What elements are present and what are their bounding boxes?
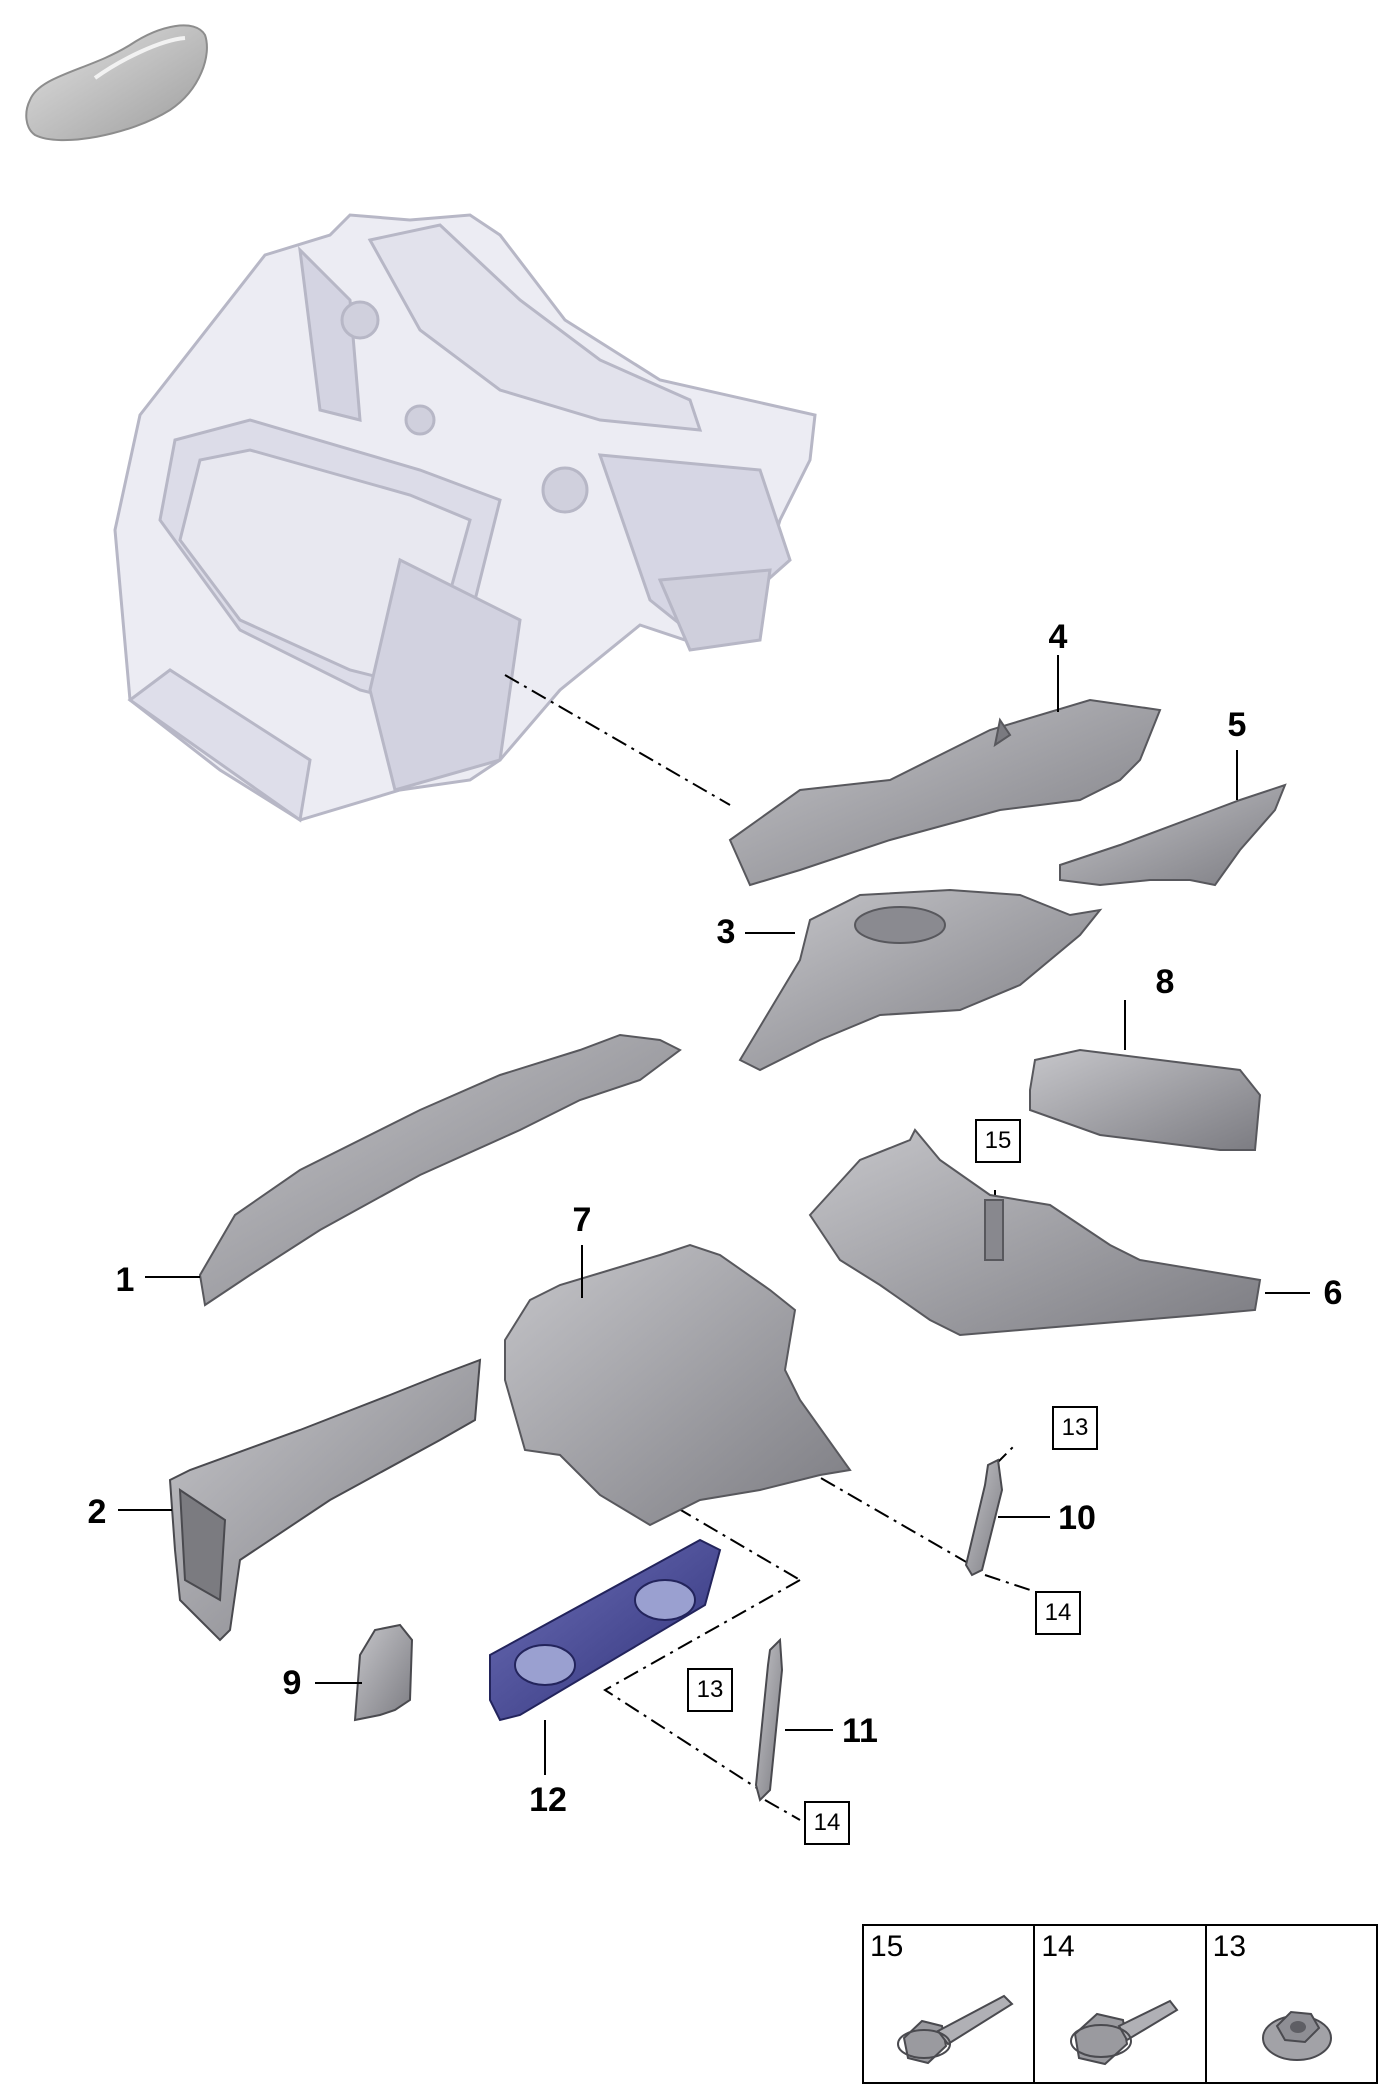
part-4-tab bbox=[993, 717, 1012, 748]
part-9-small-bracket bbox=[353, 1623, 414, 1722]
legend-label-13: 13 bbox=[1212, 1930, 1247, 1963]
callout-5: 5 bbox=[1227, 706, 1247, 744]
part-12-hole-left bbox=[514, 1644, 576, 1686]
ref-box-15: 15 bbox=[975, 1119, 1021, 1163]
callout-8: 8 bbox=[1155, 963, 1175, 1001]
legend-cell-15: 15 bbox=[864, 1926, 1036, 2082]
part-2-end-plate bbox=[178, 1488, 227, 1602]
part-11-strut bbox=[754, 1637, 784, 1802]
fastener-legend: 15 14 13 bbox=[862, 1924, 1378, 2084]
part-10-strut bbox=[964, 1458, 1004, 1577]
callout-1: 1 bbox=[115, 1261, 135, 1299]
vehicle-thumbnail-icon bbox=[25, 24, 208, 142]
part-8-closing-panel bbox=[1029, 1048, 1262, 1151]
callout-2: 2 bbox=[87, 1493, 107, 1531]
part-12-hole-right bbox=[634, 1579, 696, 1621]
callout-10: 10 bbox=[1058, 1499, 1096, 1537]
callout-leader-lines bbox=[118, 655, 1310, 1775]
part-4-upper-wheelhouse-rail bbox=[728, 698, 1162, 887]
part-6-bolt-post bbox=[984, 1199, 1004, 1261]
callout-7: 7 bbox=[572, 1201, 592, 1239]
flange-bolt-short-icon bbox=[1070, 1999, 1179, 2066]
part-7-front-panel bbox=[504, 1243, 852, 1527]
flange-nut-icon bbox=[1261, 2010, 1332, 2061]
legend-cell-13: 13 bbox=[1207, 1926, 1376, 2082]
callout-11: 11 bbox=[842, 1712, 878, 1750]
legend-cell-14: 14 bbox=[1035, 1926, 1207, 2082]
callout-4: 4 bbox=[1048, 618, 1068, 656]
flange-bolt-long-icon bbox=[897, 1994, 1014, 2065]
part-3-strut-tower bbox=[738, 888, 1103, 1072]
callout-6: 6 bbox=[1323, 1274, 1343, 1312]
callout-12: 12 bbox=[529, 1781, 567, 1819]
ref-box-13-lower: 13 bbox=[687, 1668, 733, 1712]
part-5-rail-extension bbox=[1059, 783, 1287, 887]
legend-label-15: 15 bbox=[870, 1930, 904, 1963]
callout-3: 3 bbox=[716, 913, 736, 951]
callout-9: 9 bbox=[282, 1664, 302, 1702]
legend-label-14: 14 bbox=[1041, 1930, 1075, 1963]
part-12-mounting-plate bbox=[489, 1538, 722, 1722]
ref-box-13-upper: 13 bbox=[1052, 1406, 1098, 1450]
part-2-longitudinal-member bbox=[168, 1358, 482, 1642]
part-6-wheelhouse-rear bbox=[808, 1128, 1262, 1337]
front-body-frame-assembly bbox=[113, 213, 817, 823]
part-1-side-member bbox=[198, 1033, 682, 1307]
ref-box-14-lower: 14 bbox=[804, 1801, 850, 1845]
part-3-strut-mount bbox=[854, 906, 946, 944]
ref-box-14-upper: 14 bbox=[1035, 1591, 1081, 1635]
